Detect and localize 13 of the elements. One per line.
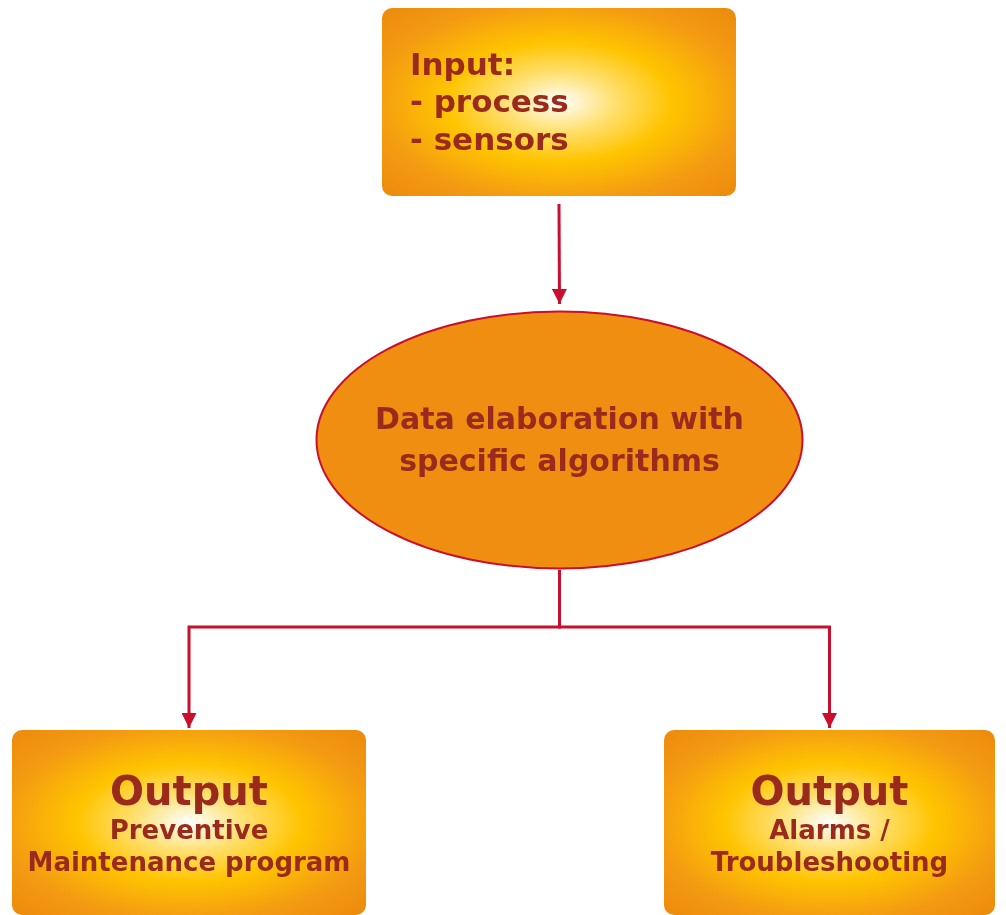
label-text: Preventive Maintenance program	[26, 815, 352, 878]
arrow	[551, 204, 567, 304]
output-box	[12, 730, 366, 915]
heading-text: Output	[749, 767, 910, 816]
label-text: Alarms / Troubleshooting	[709, 815, 950, 878]
output-box	[664, 730, 995, 915]
input-box	[382, 8, 736, 196]
heading-text: Output	[109, 767, 269, 816]
arrow	[558, 570, 837, 728]
label-text: Input:	[410, 46, 517, 84]
label-text: Data elaboration with specific algorithms	[374, 400, 745, 480]
process-ellipse	[315, 310, 804, 570]
label-text: - sensors	[410, 120, 570, 158]
